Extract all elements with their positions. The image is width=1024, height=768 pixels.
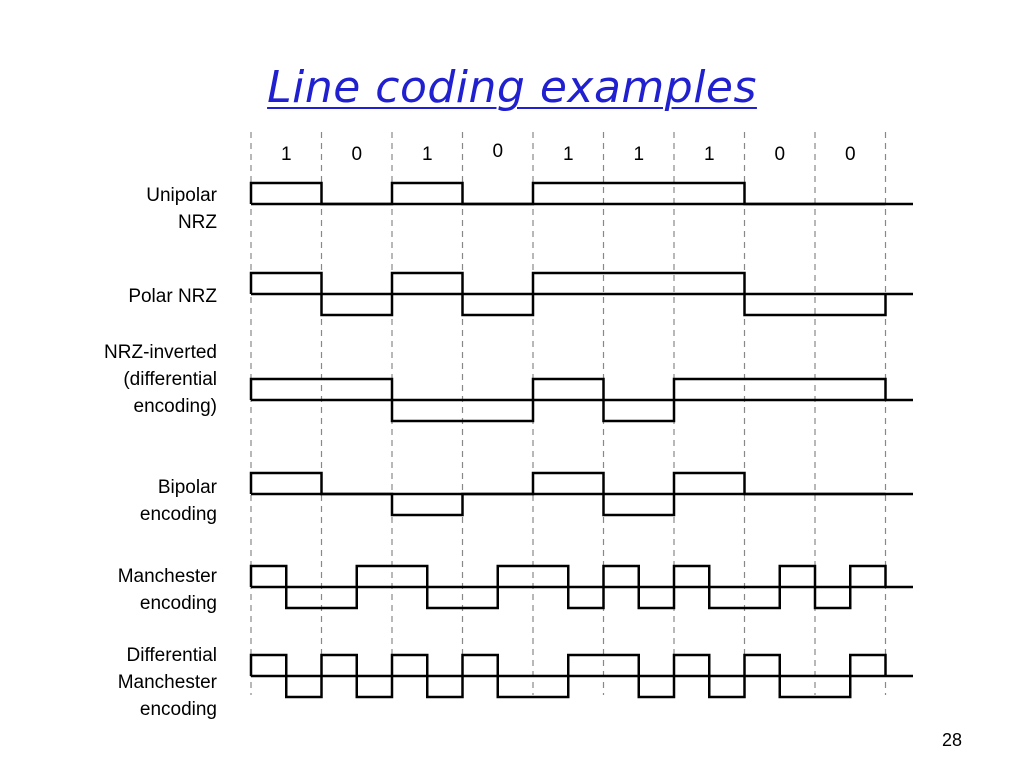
row-label-manchester: Manchester — [118, 566, 218, 587]
row-label-nrz-inverted: NRZ-inverted — [104, 342, 217, 363]
waveform-polar-nrz — [249, 271, 887, 317]
bit-value-label: 0 — [845, 144, 856, 165]
waveform-nrz-inverted — [249, 377, 887, 423]
bit-value-label: 0 — [774, 144, 785, 165]
row-label-differential-manchester: encoding — [140, 699, 217, 720]
bit-value-label: 1 — [281, 144, 292, 165]
row-label-manchester: encoding — [140, 593, 217, 614]
waveform-manchester — [249, 564, 887, 610]
bit-value-label: 1 — [422, 144, 433, 165]
row-label-bipolar: Bipolar — [158, 477, 218, 498]
row-label-unipolar-nrz: Unipolar — [146, 185, 217, 206]
row-label-polar-nrz: Polar NRZ — [128, 286, 217, 307]
bit-value-label: 1 — [704, 144, 715, 165]
row-label-nrz-inverted: encoding) — [134, 396, 217, 417]
waveform-bipolar — [249, 471, 886, 517]
bit-value-label: 1 — [563, 144, 574, 165]
bit-value-label: 1 — [633, 144, 644, 165]
bit-value-label: 0 — [351, 144, 362, 165]
bit-value-label: 0 — [492, 141, 503, 162]
slide-title: Line coding examples — [267, 62, 757, 113]
page-number: 28 — [941, 730, 962, 750]
row-label-nrz-inverted: (differential — [123, 369, 217, 390]
row-label-differential-manchester: Manchester — [118, 672, 218, 693]
row-label-bipolar: encoding — [140, 504, 217, 525]
row-label-unipolar-nrz: NRZ — [178, 212, 217, 233]
row-label-differential-manchester: Differential — [127, 645, 217, 666]
waveform-unipolar-nrz — [249, 181, 886, 206]
waveform-differential-manchester — [249, 653, 887, 699]
